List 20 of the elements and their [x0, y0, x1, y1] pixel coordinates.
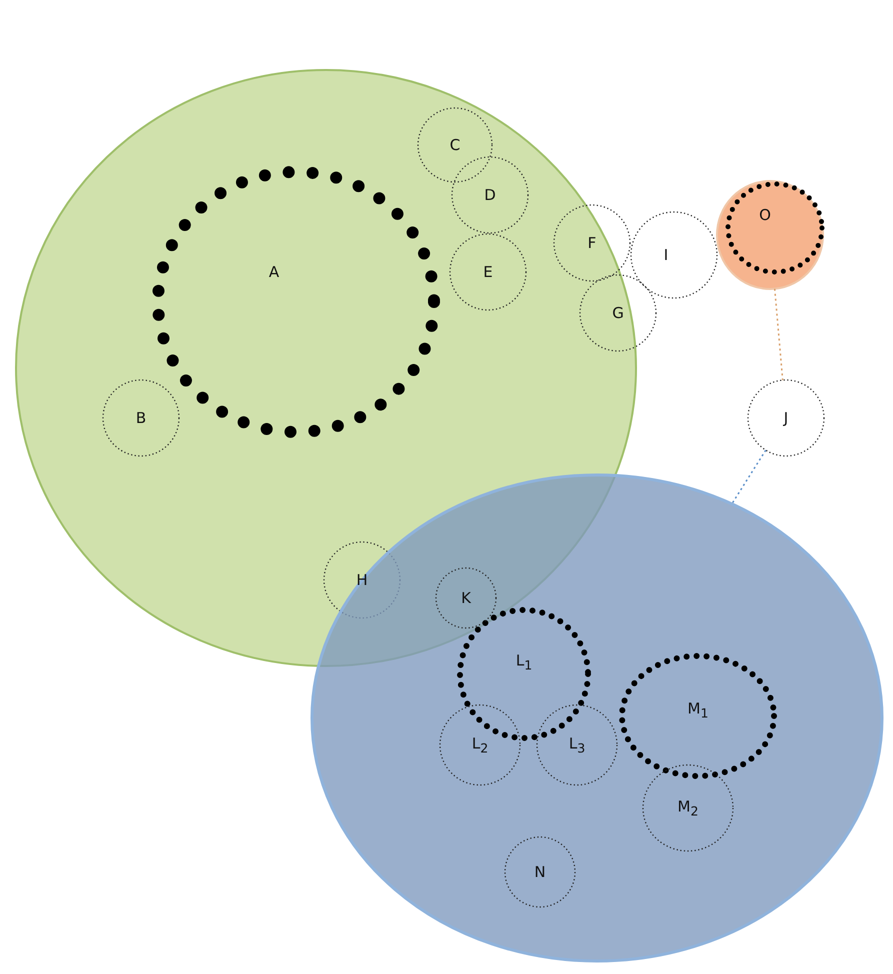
circle-label: B — [136, 409, 146, 427]
circle-label: C — [450, 136, 460, 154]
circle-label: O — [759, 206, 771, 224]
circle-label: H — [356, 571, 368, 589]
circle-label: A — [268, 263, 280, 281]
circle-label: L$_{1}$ — [516, 652, 532, 672]
circle-label: E — [483, 263, 493, 281]
dotted-connector — [731, 450, 766, 504]
circle-label: D — [484, 186, 496, 204]
dotted-connector — [774, 288, 784, 380]
circle-label: K — [461, 589, 471, 607]
circle-label: M$_{2}$ — [678, 798, 698, 818]
circle-label: L$_{2}$ — [472, 734, 488, 756]
circle-label: L$_{3}$ — [568, 734, 586, 756]
circle-label: N — [534, 863, 546, 881]
circle-label: G — [612, 304, 624, 322]
circle-label: J — [784, 409, 788, 427]
circle-label: M$_{1}$ — [688, 700, 708, 720]
circle-label: F — [588, 234, 596, 252]
circle-label: I — [664, 246, 668, 264]
